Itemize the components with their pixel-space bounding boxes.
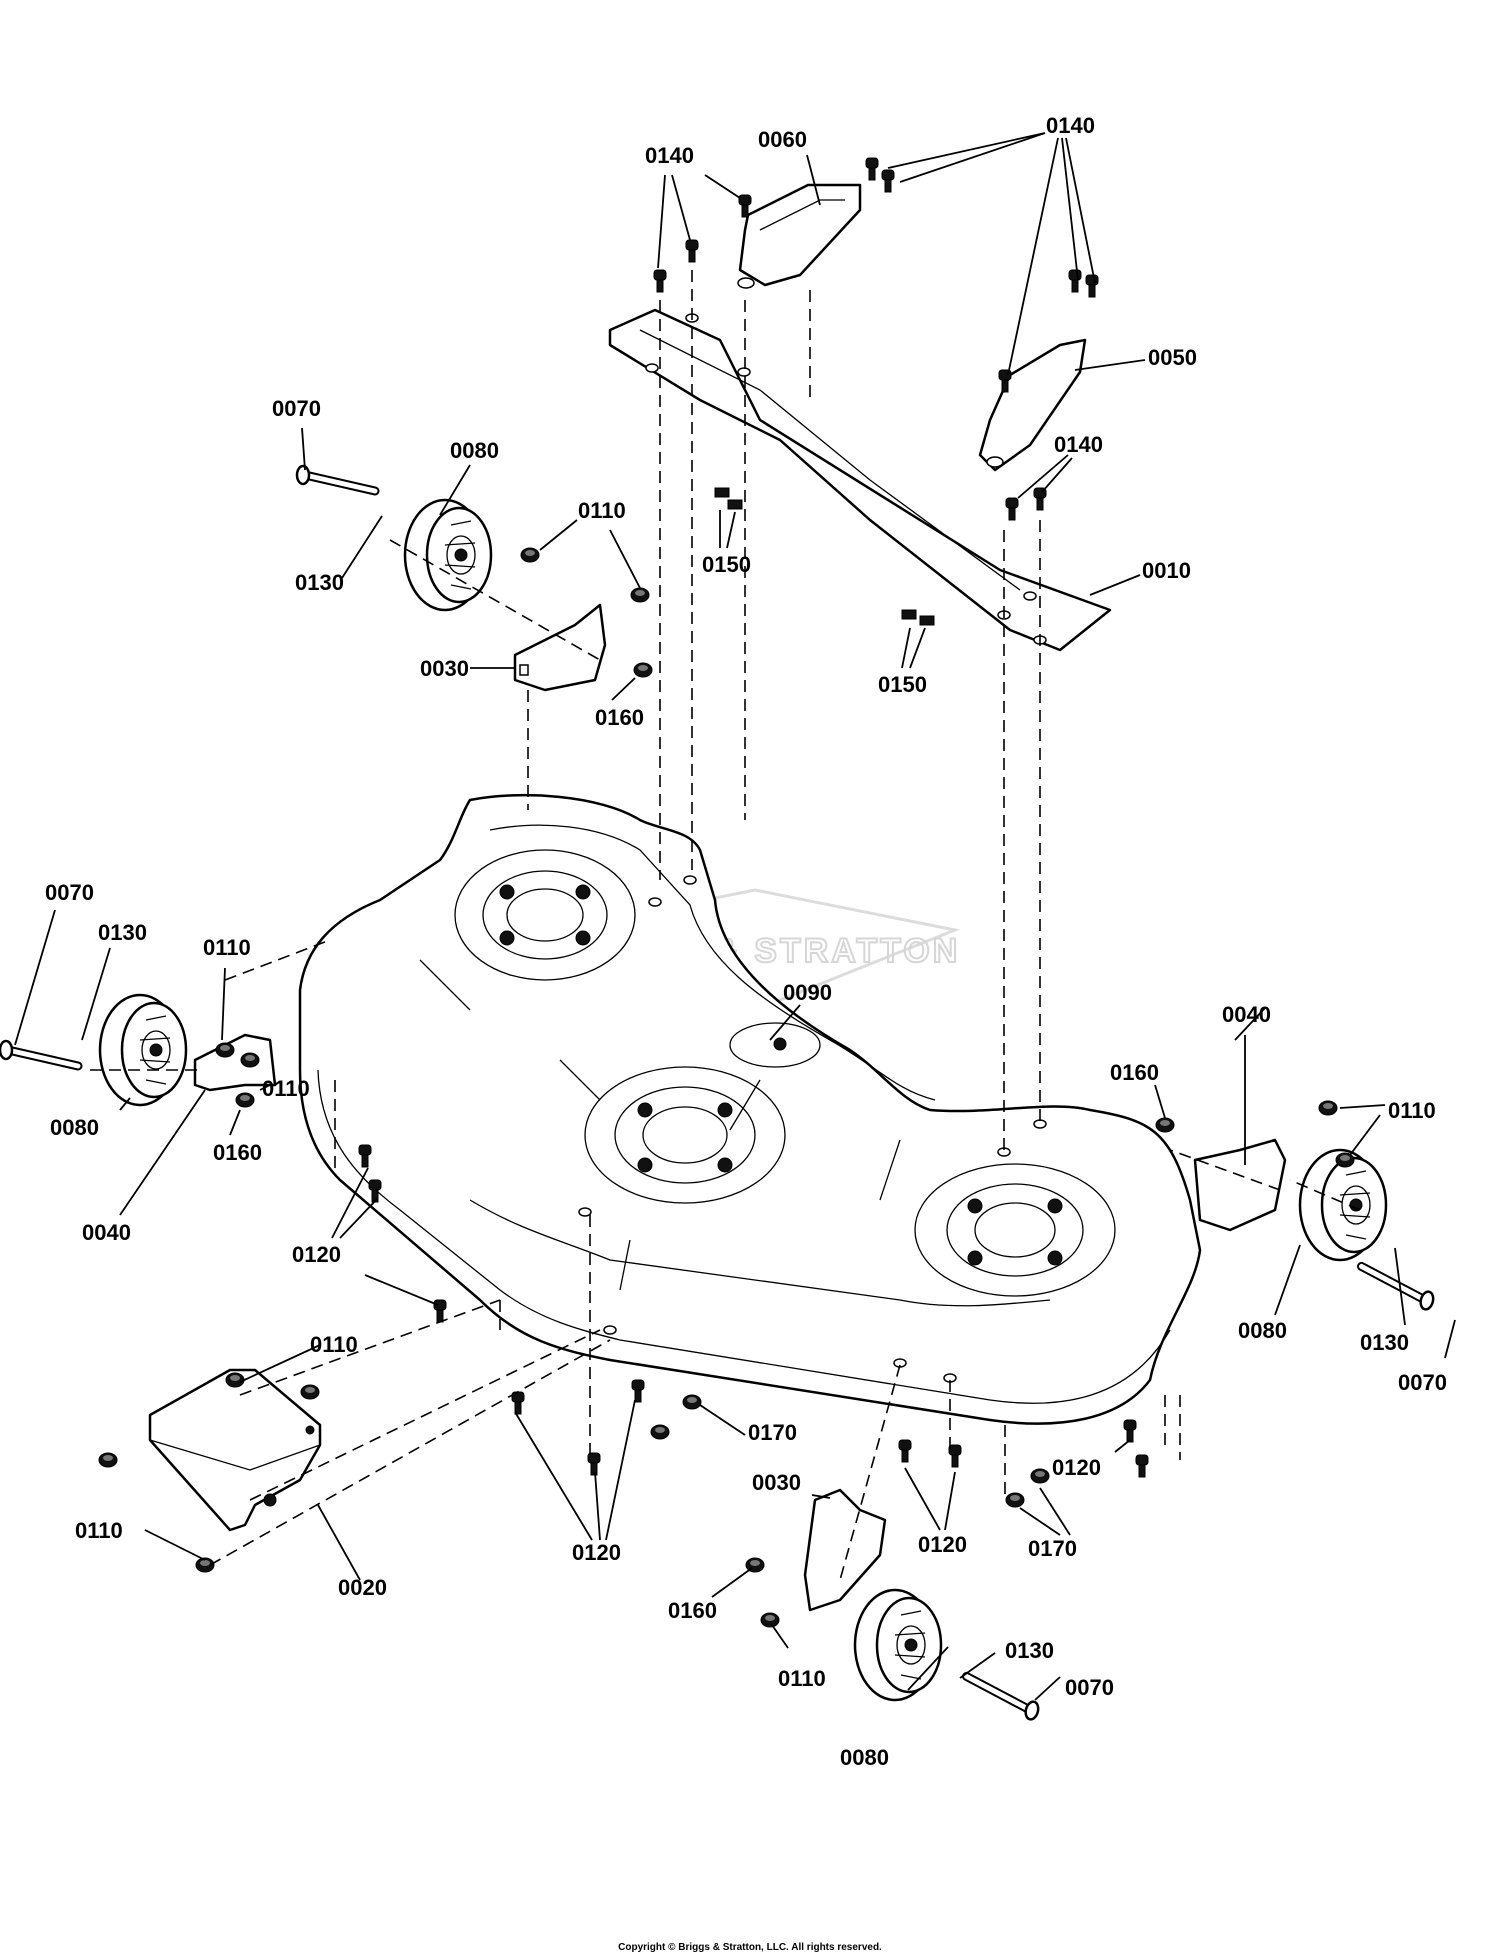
bracket-0050: [978, 338, 1087, 472]
caster-bracket-0040-left: [193, 1033, 277, 1092]
callout-0070-left: 0070: [45, 880, 94, 905]
callout-0110-rear-bottom: 0110: [75, 1518, 123, 1543]
callout-0120-bottom-right: 0120: [1052, 1455, 1101, 1480]
callout-0120-left: 0120: [292, 1242, 341, 1267]
callout-0130-upper: 0130: [295, 570, 344, 595]
callout-0040-right: 0040: [1222, 1002, 1271, 1027]
mower-deck-0090: [298, 793, 1202, 1425]
axle-bolt-0070-right: [1355, 1266, 1437, 1310]
callout-0110-rear-top: 0110: [310, 1332, 358, 1357]
hitch-bar-0010: [608, 308, 1112, 652]
callout-0130-lower: 0130: [1005, 1638, 1054, 1663]
callout-0110-right: 0110: [1388, 1098, 1436, 1123]
callout-0010: 0010: [1142, 558, 1191, 583]
callout-0090: 0090: [783, 980, 832, 1005]
callout-0080-lower: 0080: [840, 1745, 889, 1770]
callout-0150-lower: 0150: [878, 672, 927, 697]
callout-0110-left-top: 0110: [203, 935, 251, 960]
callout-0080-upper: 0080: [450, 438, 499, 463]
callout-0160-left: 0160: [213, 1140, 262, 1165]
hardware: [98, 157, 1355, 1628]
callout-0130-left: 0130: [98, 920, 147, 945]
callout-0170-right: 0170: [1028, 1536, 1077, 1561]
callout-0080-left: 0080: [50, 1115, 99, 1140]
wheel-0080-left: [98, 993, 188, 1107]
callout-0120-bottom-mid: 0120: [918, 1532, 967, 1557]
callout-labels: 0140 0140 0060 0050 0140 0010 0150 0150 …: [45, 113, 1447, 1770]
rear-bracket-0020: [148, 1368, 322, 1532]
callout-0120-bottom-left: 0120: [572, 1540, 621, 1565]
callout-0050: 0050: [1148, 345, 1197, 370]
callout-0160-lower: 0160: [668, 1598, 717, 1623]
axle-bolt-0070-lower: [960, 1676, 1042, 1720]
callout-0160-upper: 0160: [595, 705, 644, 730]
assembly-dash-lines: [90, 270, 1361, 1581]
callout-0020: 0020: [338, 1575, 387, 1600]
callout-0140-top-left: 0140: [645, 143, 694, 168]
wheel-0080-upper: [403, 498, 493, 612]
axle-bolt-0070-left: [0, 1041, 78, 1066]
bracket-0060: [737, 183, 862, 289]
callout-0030-upper: 0030: [420, 656, 469, 681]
callout-0170-left: 0170: [748, 1420, 797, 1445]
caster-bracket-0030-lower: [803, 1488, 887, 1612]
caster-bracket-0030-upper: [513, 603, 607, 692]
callout-0130-right: 0130: [1360, 1330, 1409, 1355]
callout-0070-lower: 0070: [1065, 1675, 1114, 1700]
callout-0110-lower: 0110: [778, 1666, 826, 1691]
copyright-notice: Copyright © Briggs & Stratton, LLC. All …: [618, 1942, 882, 1953]
caster-bracket-0040-right: [1193, 1138, 1287, 1232]
wheel-0080-lower: [853, 1588, 943, 1702]
callout-0080-right: 0080: [1238, 1318, 1287, 1343]
leader-lines: [14, 132, 1456, 1701]
callout-0160-right: 0160: [1110, 1060, 1159, 1085]
callout-0070-right: 0070: [1398, 1370, 1447, 1395]
callout-0140-right: 0140: [1054, 432, 1103, 457]
axle-bolt-0070-upper: [297, 466, 375, 491]
callout-0110-upper: 0110: [578, 498, 626, 523]
callout-0040-left: 0040: [82, 1220, 131, 1245]
callout-0110-left-mid: 0110: [262, 1076, 310, 1101]
callout-0030-lower: 0030: [752, 1470, 801, 1495]
callout-0140-top-right: 0140: [1046, 113, 1095, 138]
callout-0150-upper: 0150: [702, 552, 751, 577]
callout-0060: 0060: [758, 127, 807, 152]
callout-0070-upper: 0070: [272, 396, 321, 421]
